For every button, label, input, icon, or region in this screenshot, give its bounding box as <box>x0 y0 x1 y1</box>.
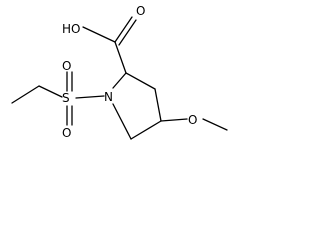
structure-diagram: HO O N S O O O <box>11 4 228 140</box>
atom-label-o-carbonyl: O <box>136 4 145 18</box>
bond-ring-c4-c5 <box>130 120 162 140</box>
bond-s-ch2 <box>38 85 63 98</box>
bond-o-ether-ch3 <box>202 118 228 131</box>
bond-c4-o-ether <box>160 118 188 122</box>
bond-carboxyl-o-double-a <box>114 16 133 43</box>
atom-label-o-methoxy: O <box>188 113 197 127</box>
bond-n-s <box>75 95 105 99</box>
bond-carboxyl-oh <box>82 26 116 43</box>
bond-ring-c2-c3 <box>125 72 156 90</box>
bond-carboxyl-o-double-b <box>118 19 137 46</box>
atom-label-oh: HO <box>62 22 80 36</box>
bond-ch2-ch3 <box>11 85 40 104</box>
atom-label-n: N <box>104 90 113 104</box>
bond-ring-c5-n <box>112 103 132 140</box>
atom-label-o-sulfonyl-lower: O <box>62 126 71 140</box>
bond-c2-carboxyl <box>114 41 127 74</box>
atom-label-o-sulfonyl-upper: O <box>62 59 71 73</box>
atom-label-s: S <box>62 91 70 105</box>
bond-ring-c3-c4 <box>154 88 162 122</box>
bond-ring-n-c2 <box>112 72 127 89</box>
